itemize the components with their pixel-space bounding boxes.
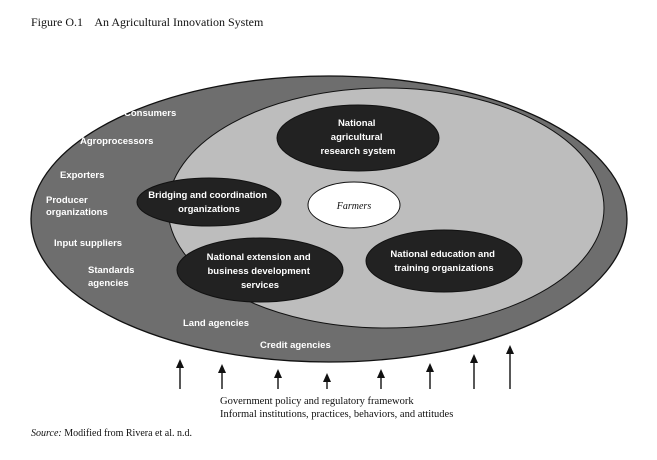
producer-organizations-label: Producer organizations: [46, 195, 108, 218]
node-extension-services: National extension and business developm…: [176, 237, 344, 303]
arrow-up-icon: [218, 364, 226, 389]
arrow-up-icon: [176, 359, 184, 389]
exporters-label: Exporters: [60, 170, 104, 181]
bridging-coordination-label: Bridging and coordination organizations: [148, 190, 269, 215]
source-label: Source:: [31, 428, 62, 439]
arrow-up-icon: [323, 373, 331, 389]
credit-agencies-label: Credit agencies: [260, 340, 331, 351]
arrow-up-icon: [470, 354, 478, 389]
source-note: Source: Modified from Rivera et al. n.d.: [31, 428, 192, 439]
external-arrows: [176, 345, 514, 389]
land-agencies-label: Land agencies: [183, 318, 249, 329]
agroprocessors-label: Agroprocessors: [80, 136, 153, 147]
outer-ring-labels: Consumers Agroprocessors Exporters Produ…: [46, 108, 331, 351]
arrow-up-icon: [274, 369, 282, 389]
research-system-label: National agricultural research system: [321, 118, 396, 157]
arrow-up-icon: [506, 345, 514, 389]
source-text: Modified from Rivera et al. n.d.: [64, 428, 192, 439]
figure-number: Figure O.1: [31, 15, 83, 29]
node-bridging-coordination: Bridging and coordination organizations: [136, 177, 282, 227]
figure-title: Figure O.1 An Agricultural Innovation Sy…: [31, 15, 263, 30]
node-farmers: Farmers: [307, 181, 401, 229]
consumers-label: Consumers: [124, 108, 176, 119]
figure-title-text: An Agricultural Innovation System: [94, 15, 264, 29]
policy-framework-text: Government policy and regulatory framewo…: [220, 396, 414, 407]
node-education-training: National education and training organiza…: [365, 229, 523, 293]
standards-agencies-label: Standards agencies: [88, 265, 137, 289]
arrow-up-icon: [426, 363, 434, 389]
farmers-label: Farmers: [336, 201, 372, 212]
external-factors: Government policy and regulatory framewo…: [220, 396, 453, 420]
informal-institutions-text: Informal institutions, practices, behavi…: [220, 409, 453, 420]
extension-services-label: National extension and business developm…: [207, 252, 314, 291]
arrow-up-icon: [377, 369, 385, 389]
node-research-system: National agricultural research system: [276, 104, 440, 172]
input-suppliers-label: Input suppliers: [54, 238, 122, 249]
education-training-label: National education and training organiza…: [390, 249, 497, 274]
